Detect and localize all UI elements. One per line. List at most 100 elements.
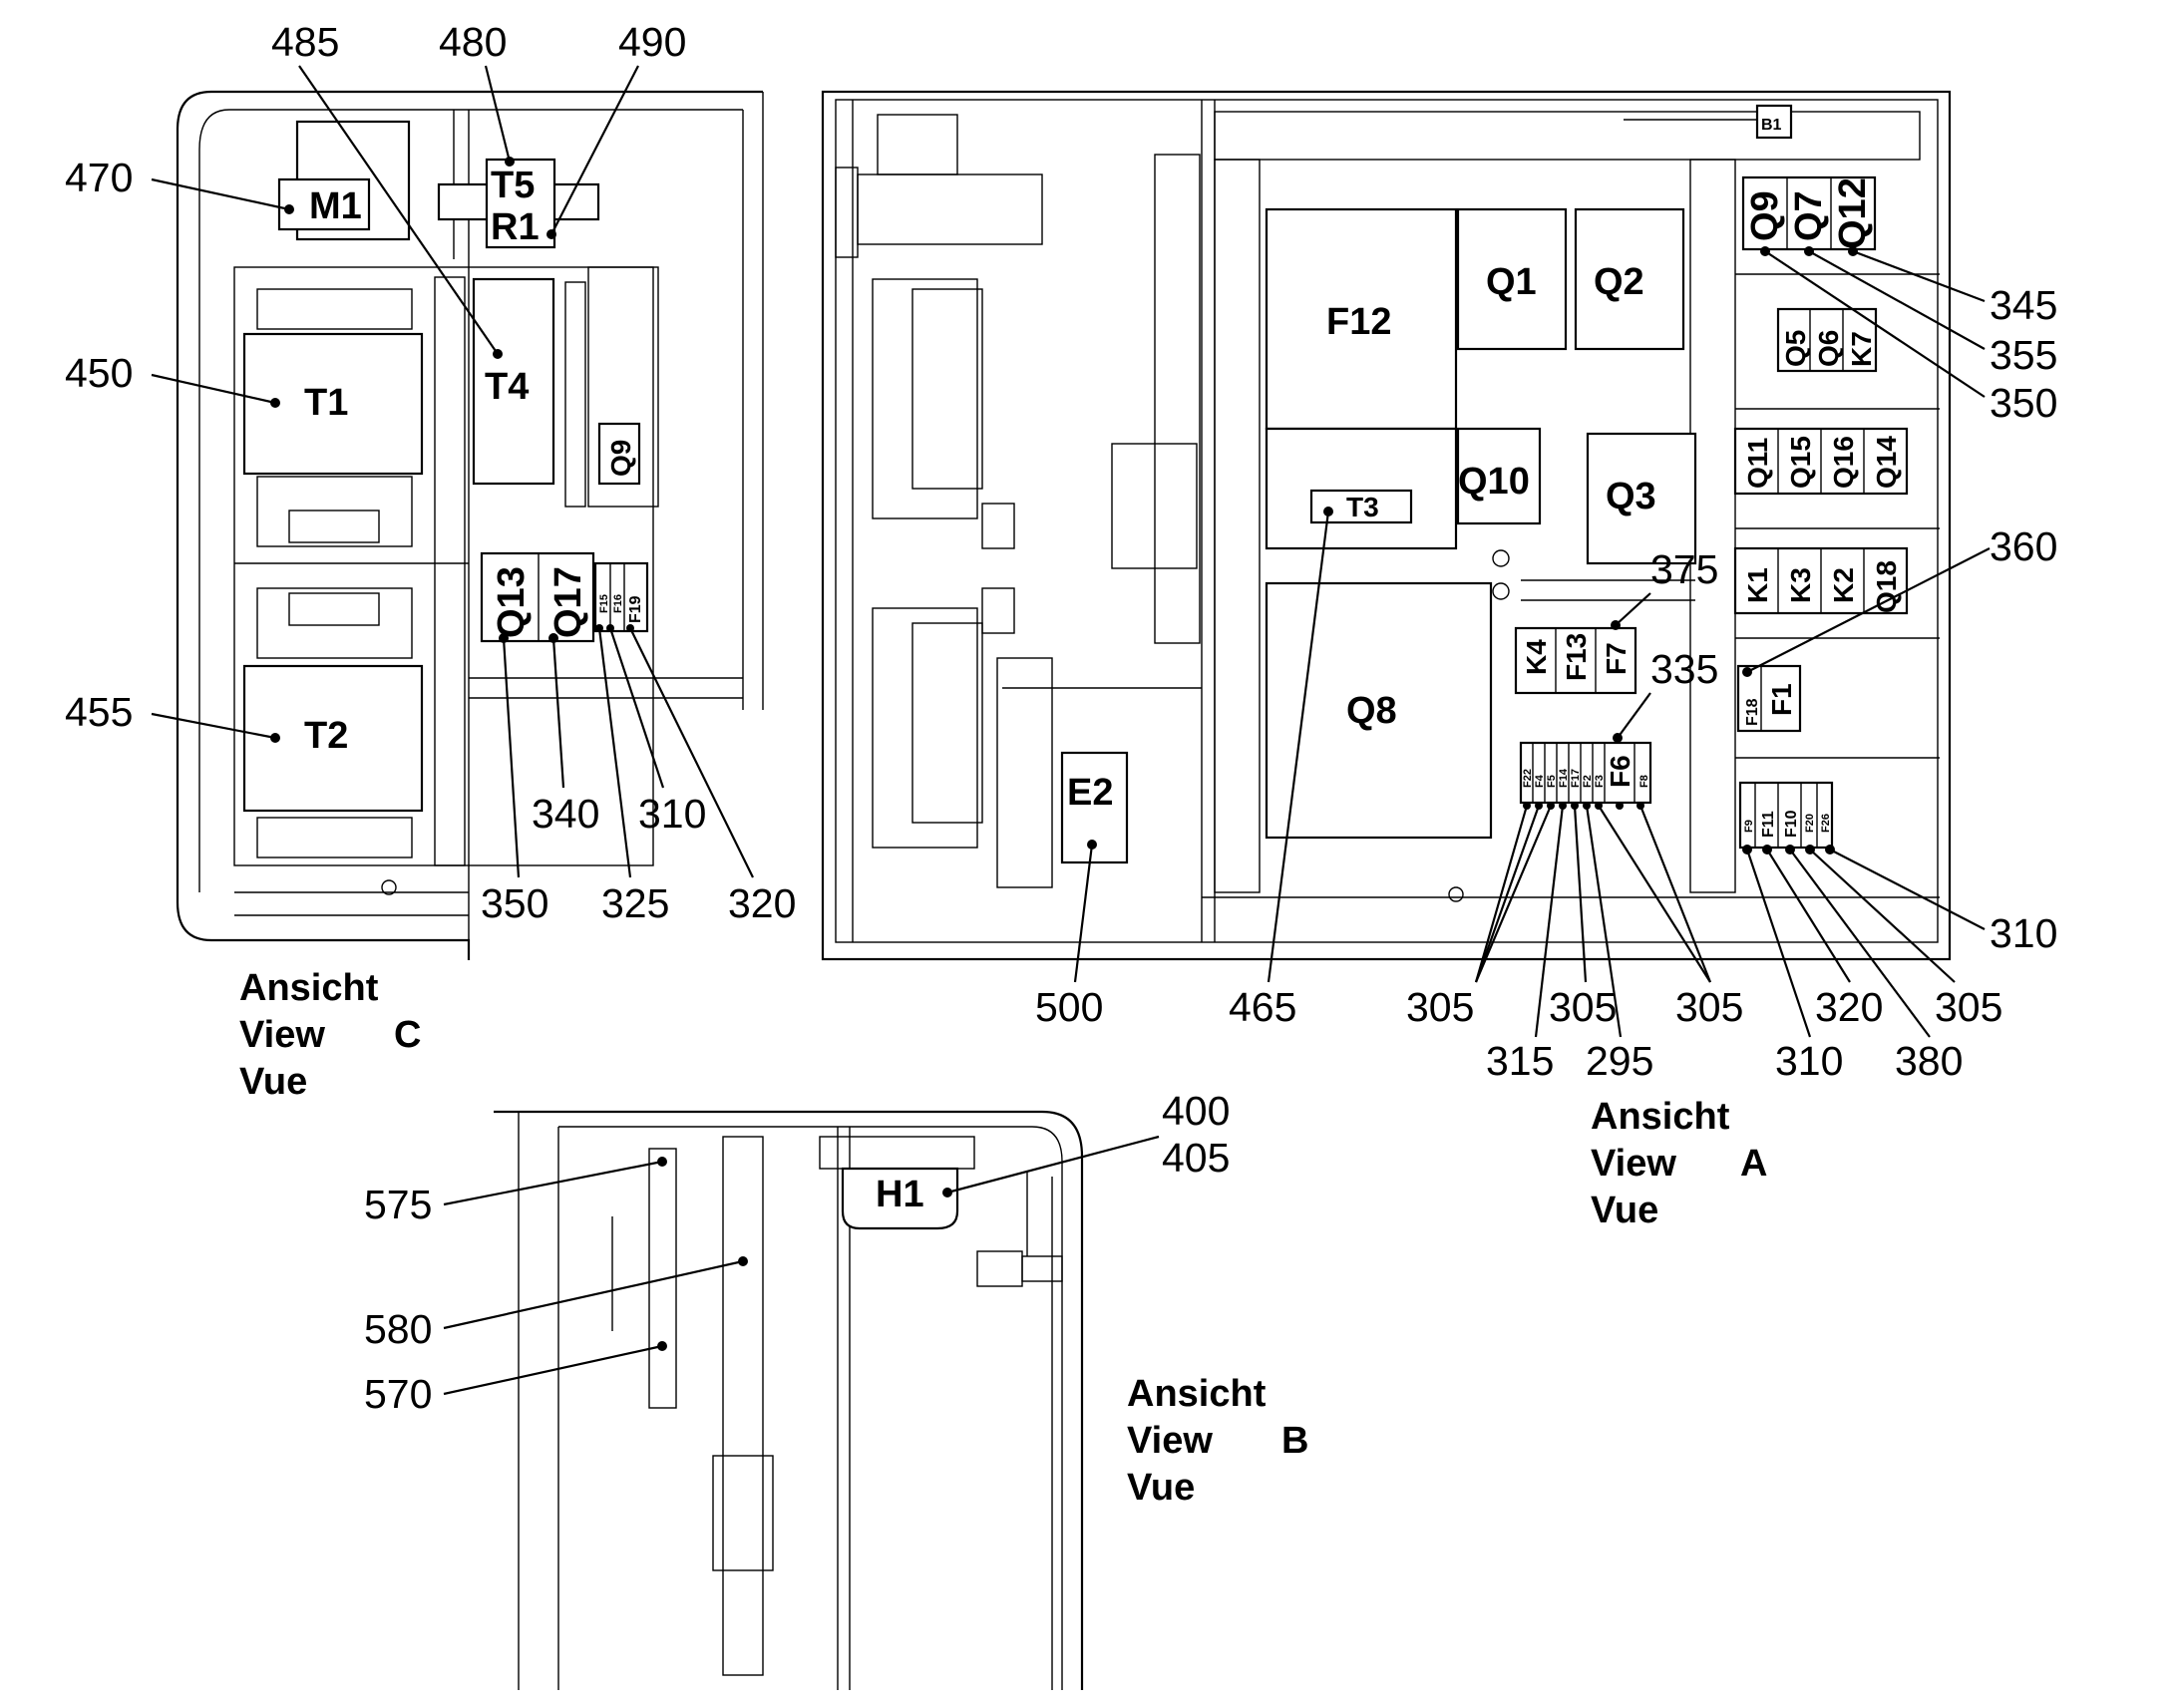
label-f1: F1 [1766,683,1797,716]
label-q3: Q3 [1606,476,1656,517]
caption-c-line1: Ansicht [239,967,379,1009]
q5-q6-k7-block [1776,307,1878,373]
callout-400: 400 [1162,1088,1230,1134]
callout-355: 355 [1990,332,2057,378]
callout-320-c: 320 [728,880,796,926]
q9-q7-q12-block [1741,175,1877,251]
label-q17: Q17 [547,566,589,638]
callout-305-a4: 305 [1935,984,2002,1030]
callout-315: 315 [1486,1038,1554,1084]
fuse-row-a-left [1519,741,1652,805]
label-f16: F16 [612,594,624,613]
caption-c-line3: Vue [239,1061,307,1103]
h1-component [841,1167,959,1230]
m1-box [277,177,371,231]
caption-c-line2: View [239,1014,325,1056]
q13-q17-block [480,551,595,643]
callout-465: 465 [1229,984,1296,1030]
view-a-callouts: 500 465 375 335 360 345 355 350 305 315 … [1035,249,2057,1084]
label-f18: F18 [1744,698,1761,726]
q1-component [1456,207,1568,351]
callout-405: 405 [1162,1135,1230,1181]
view-a-panel: E2 B1 F12 Q1 Q2 T3 Q10 Q3 Q8 [821,90,1952,961]
view-b-caption: Ansicht View B Vue [1127,1373,1308,1509]
label-f22: F22 [1522,769,1534,788]
label-m1: M1 [309,185,362,227]
label-t4: T4 [485,366,529,408]
caption-b-letter: B [1281,1420,1308,1462]
label-h1: H1 [876,1174,924,1215]
f12-component [1265,207,1458,431]
label-f26: F26 [1820,814,1832,833]
q3-component [1586,432,1697,565]
rail-575-570 [648,1148,677,1409]
callout-335: 335 [1650,646,1718,692]
label-r1: R1 [491,206,540,248]
callout-325: 325 [601,880,669,926]
label-q15: Q15 [1785,436,1816,489]
callout-455: 455 [65,689,133,735]
label-f9: F9 [1743,820,1755,833]
q10-component [1456,427,1542,525]
callout-350-a: 350 [1990,380,2057,426]
rail-580 [722,1136,764,1676]
label-f2: F2 [1582,775,1594,788]
label-k1: K1 [1742,567,1773,603]
callout-480: 480 [439,19,507,65]
caption-c-letter: C [394,1014,421,1056]
caption-a-line3: Vue [1591,1190,1658,1231]
label-q5: Q5 [1780,330,1811,367]
caption-b-line3: Vue [1127,1467,1195,1509]
caption-b-line2: View [1127,1420,1213,1462]
label-b1: B1 [1761,117,1782,134]
t5-r1-box [485,158,556,249]
callout-295: 295 [1586,1038,1653,1084]
fuse-block-c [593,561,649,633]
label-t1: T1 [304,382,348,424]
label-f7: F7 [1601,642,1632,675]
view-c-callouts: 485 480 490 470 450 455 350 340 310 325 … [65,19,796,926]
view-c-caption: Ansicht View C Vue [239,967,421,1103]
callout-310-c: 310 [638,791,706,837]
label-q8: Q8 [1346,690,1397,732]
callout-305-a3: 305 [1675,984,1743,1030]
callout-360: 360 [1990,523,2057,569]
caption-a-line1: Ansicht [1591,1096,1730,1138]
label-f3: F3 [1594,775,1606,788]
label-f12: F12 [1326,301,1391,343]
label-t2: T2 [304,715,348,757]
callout-350-c: 350 [481,880,548,926]
callout-305-a1: 305 [1406,984,1474,1030]
callout-345: 345 [1990,282,2057,328]
view-b-callouts: 400 405 575 580 570 [364,1088,1230,1417]
callout-570: 570 [364,1371,432,1417]
callout-310-a1: 310 [1775,1038,1843,1084]
label-q16: Q16 [1828,436,1859,489]
callout-375: 375 [1650,546,1718,592]
label-q9-c: Q9 [605,440,636,477]
label-t3: T3 [1346,492,1379,522]
b1-component [1755,104,1793,140]
callout-500: 500 [1035,984,1103,1030]
label-q12: Q12 [1832,177,1874,249]
label-f8: F8 [1638,775,1650,788]
callout-470: 470 [65,155,133,200]
k4-f13-f7-block [1514,626,1637,695]
label-q18: Q18 [1871,560,1902,613]
caption-a-line2: View [1591,1143,1676,1185]
label-f4: F4 [1534,774,1546,788]
caption-a-letter: A [1740,1143,1767,1185]
callout-310-a2: 310 [1990,910,2057,956]
q9-c-box [597,422,641,486]
label-f15: F15 [598,594,610,613]
label-f6: F6 [1605,755,1635,788]
label-q11: Q11 [1742,438,1773,489]
callout-485: 485 [271,19,339,65]
label-f11: F11 [1760,811,1777,838]
callout-450: 450 [65,350,133,396]
view-b-panel: H1 [494,1110,1084,1690]
label-f14: F14 [1558,768,1570,788]
t4-component [472,277,555,486]
label-q10: Q10 [1458,461,1530,503]
